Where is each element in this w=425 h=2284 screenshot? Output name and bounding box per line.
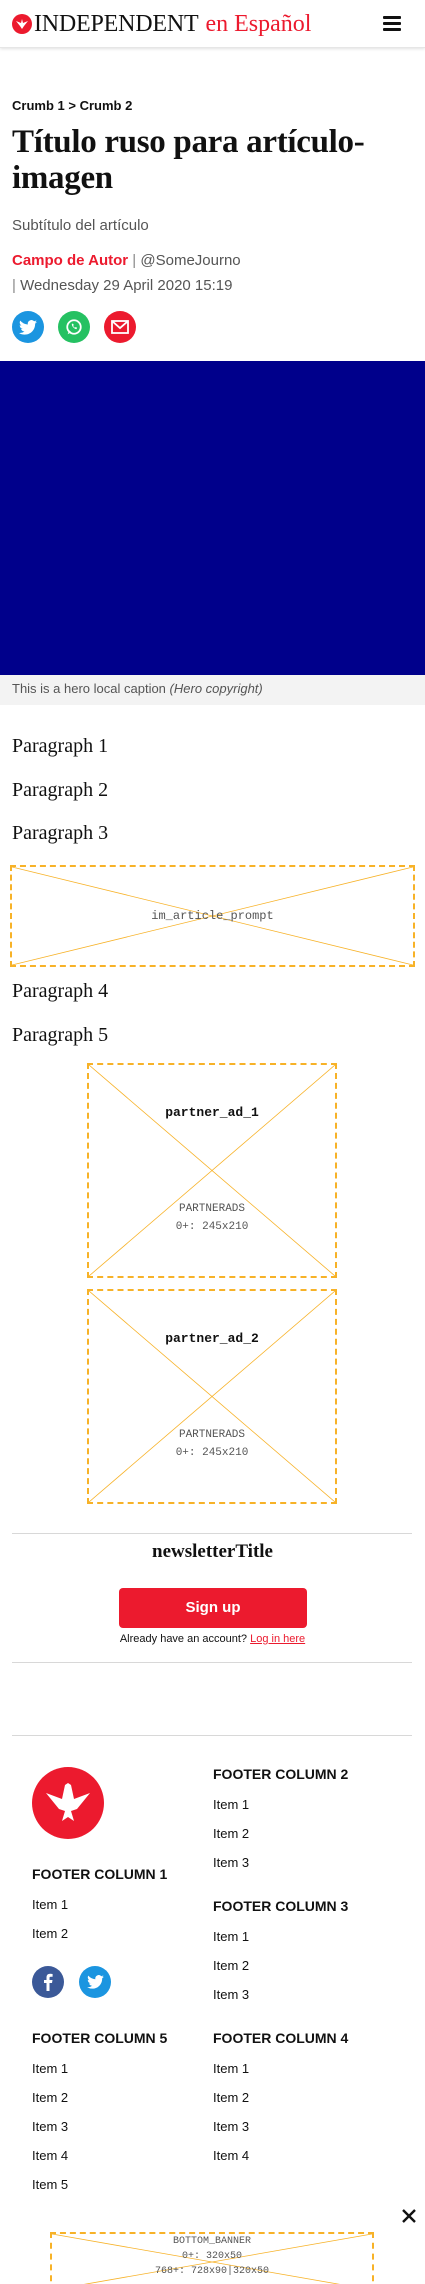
- footer-link[interactable]: Item 1: [213, 1797, 250, 1812]
- twitter-icon[interactable]: [79, 1966, 111, 1998]
- partner-ad-1[interactable]: partner_ad_1 PARTNERADS 0+: 245x210: [87, 1063, 337, 1278]
- footer-column-4-title: FOOTER COLUMN 4: [213, 2030, 349, 2046]
- site-header: INDEPENDENT en Español: [0, 0, 425, 48]
- login-link[interactable]: Log in here: [250, 1633, 306, 1645]
- article-paragraph: Paragraph 1: [12, 735, 109, 757]
- email-icon[interactable]: [104, 311, 136, 343]
- ad-provider: PARTNERADS: [178, 1429, 245, 1441]
- caption-text: This is a hero local caption: [12, 681, 166, 696]
- footer-link[interactable]: Item 4: [32, 2148, 69, 2163]
- article-paragraph: Paragraph 2: [12, 779, 109, 801]
- share-buttons: [12, 311, 150, 343]
- breadcrumb-item[interactable]: Crumb 2: [79, 98, 133, 113]
- footer-column-5-title: FOOTER COLUMN 5: [32, 2030, 168, 2046]
- hero-image: [0, 361, 425, 675]
- ad-slot-name: partner_ad_2: [165, 1331, 259, 1346]
- article-paragraph: Paragraph 5: [12, 1024, 109, 1046]
- ad-size: 0+: 245x210: [175, 1221, 249, 1233]
- breadcrumb: Crumb 1 > Crumb 2: [12, 98, 132, 113]
- ad-size: 768+: 728x90|320x50: [154, 2266, 270, 2277]
- facebook-icon[interactable]: [32, 1966, 64, 1998]
- breadcrumb-separator: >: [68, 98, 76, 113]
- divider: [12, 1533, 412, 1534]
- footer-link[interactable]: Item 2: [213, 1958, 250, 1973]
- footer-divider: [12, 1735, 412, 1736]
- ad-slot-name: partner_ad_1: [165, 1105, 259, 1120]
- ad-provider: PARTNERADS: [178, 1203, 245, 1215]
- footer-link[interactable]: Item 3: [213, 2119, 250, 2134]
- divider: [12, 1662, 412, 1663]
- twitter-icon[interactable]: [12, 311, 44, 343]
- article-subtitle: Subtítulo del artículo: [12, 217, 149, 234]
- footer-link[interactable]: Item 1: [32, 1897, 69, 1912]
- publish-date-line: | Wednesday 29 April 2020 15:19: [12, 277, 232, 294]
- login-prompt: Already have an account? Log in here: [0, 1633, 425, 1645]
- hero-caption: This is a hero local caption (Hero copyr…: [0, 675, 425, 705]
- byline: Campo de Autor | @SomeJourno: [12, 252, 241, 269]
- logo-text: INDEPENDENT: [34, 10, 199, 37]
- footer-link[interactable]: Item 1: [32, 2061, 69, 2076]
- logo-edition: en Español: [205, 10, 312, 37]
- whatsapp-icon[interactable]: [58, 311, 90, 343]
- footer-link[interactable]: Item 2: [213, 1826, 250, 1841]
- ad-slot-name: im_article_prompt: [151, 909, 274, 923]
- hamburger-icon[interactable]: [383, 16, 401, 31]
- partner-ad-2[interactable]: partner_ad_2 PARTNERADS 0+: 245x210: [87, 1289, 337, 1504]
- site-logo[interactable]: INDEPENDENT en Español: [12, 9, 311, 39]
- footer-link[interactable]: Item 3: [213, 1987, 250, 2002]
- byline-divider: |: [132, 252, 137, 269]
- footer-link[interactable]: Item 3: [213, 1855, 250, 1870]
- footer-link[interactable]: Item 4: [213, 2148, 250, 2163]
- footer-column-3-title: FOOTER COLUMN 3: [213, 1898, 349, 1914]
- ad-size: 0+: 245x210: [175, 1447, 249, 1459]
- author-link[interactable]: Campo de Autor: [12, 252, 129, 269]
- breadcrumb-item[interactable]: Crumb 1: [12, 98, 65, 113]
- author-handle[interactable]: @SomeJourno: [140, 252, 241, 269]
- footer-eagle-logo-icon[interactable]: [32, 1767, 104, 1839]
- footer-column-1-title: FOOTER COLUMN 1: [32, 1866, 168, 1882]
- close-icon[interactable]: [393, 2202, 425, 2230]
- eagle-logo-icon: [12, 14, 32, 34]
- date-divider: |: [12, 277, 16, 294]
- article-paragraph: Paragraph 4: [12, 980, 109, 1002]
- footer-link[interactable]: Item 2: [32, 2090, 69, 2105]
- ad-slot-name: BOTTOM_BANNER: [172, 2236, 251, 2247]
- login-prompt-text: Already have an account?: [119, 1633, 248, 1645]
- newsletter-title: newsletterTitle: [152, 1541, 273, 1562]
- footer-link[interactable]: Item 2: [213, 2090, 250, 2105]
- article-title: Título ruso para artículo-imagen: [12, 124, 365, 196]
- caption-copyright: (Hero copyright): [169, 681, 263, 696]
- footer-link[interactable]: Item 1: [213, 1929, 250, 1944]
- footer-link[interactable]: Item 1: [213, 2061, 250, 2076]
- footer-link[interactable]: Item 5: [32, 2177, 69, 2192]
- footer-link[interactable]: Item 2: [32, 1926, 69, 1941]
- in-article-ad[interactable]: im_article_prompt: [10, 865, 415, 967]
- footer-column-2-title: FOOTER COLUMN 2: [213, 1766, 349, 1782]
- footer-link[interactable]: Item 3: [32, 2119, 69, 2134]
- signup-button[interactable]: Sign up: [119, 1588, 307, 1628]
- bottom-banner-ad[interactable]: BOTTOM_BANNER 0+: 320x50 768+: 728x90|32…: [50, 2232, 374, 2284]
- publish-date: Wednesday 29 April 2020 15:19: [20, 277, 233, 294]
- article-paragraph: Paragraph 3: [12, 822, 109, 844]
- ad-size: 0+: 320x50: [181, 2251, 242, 2262]
